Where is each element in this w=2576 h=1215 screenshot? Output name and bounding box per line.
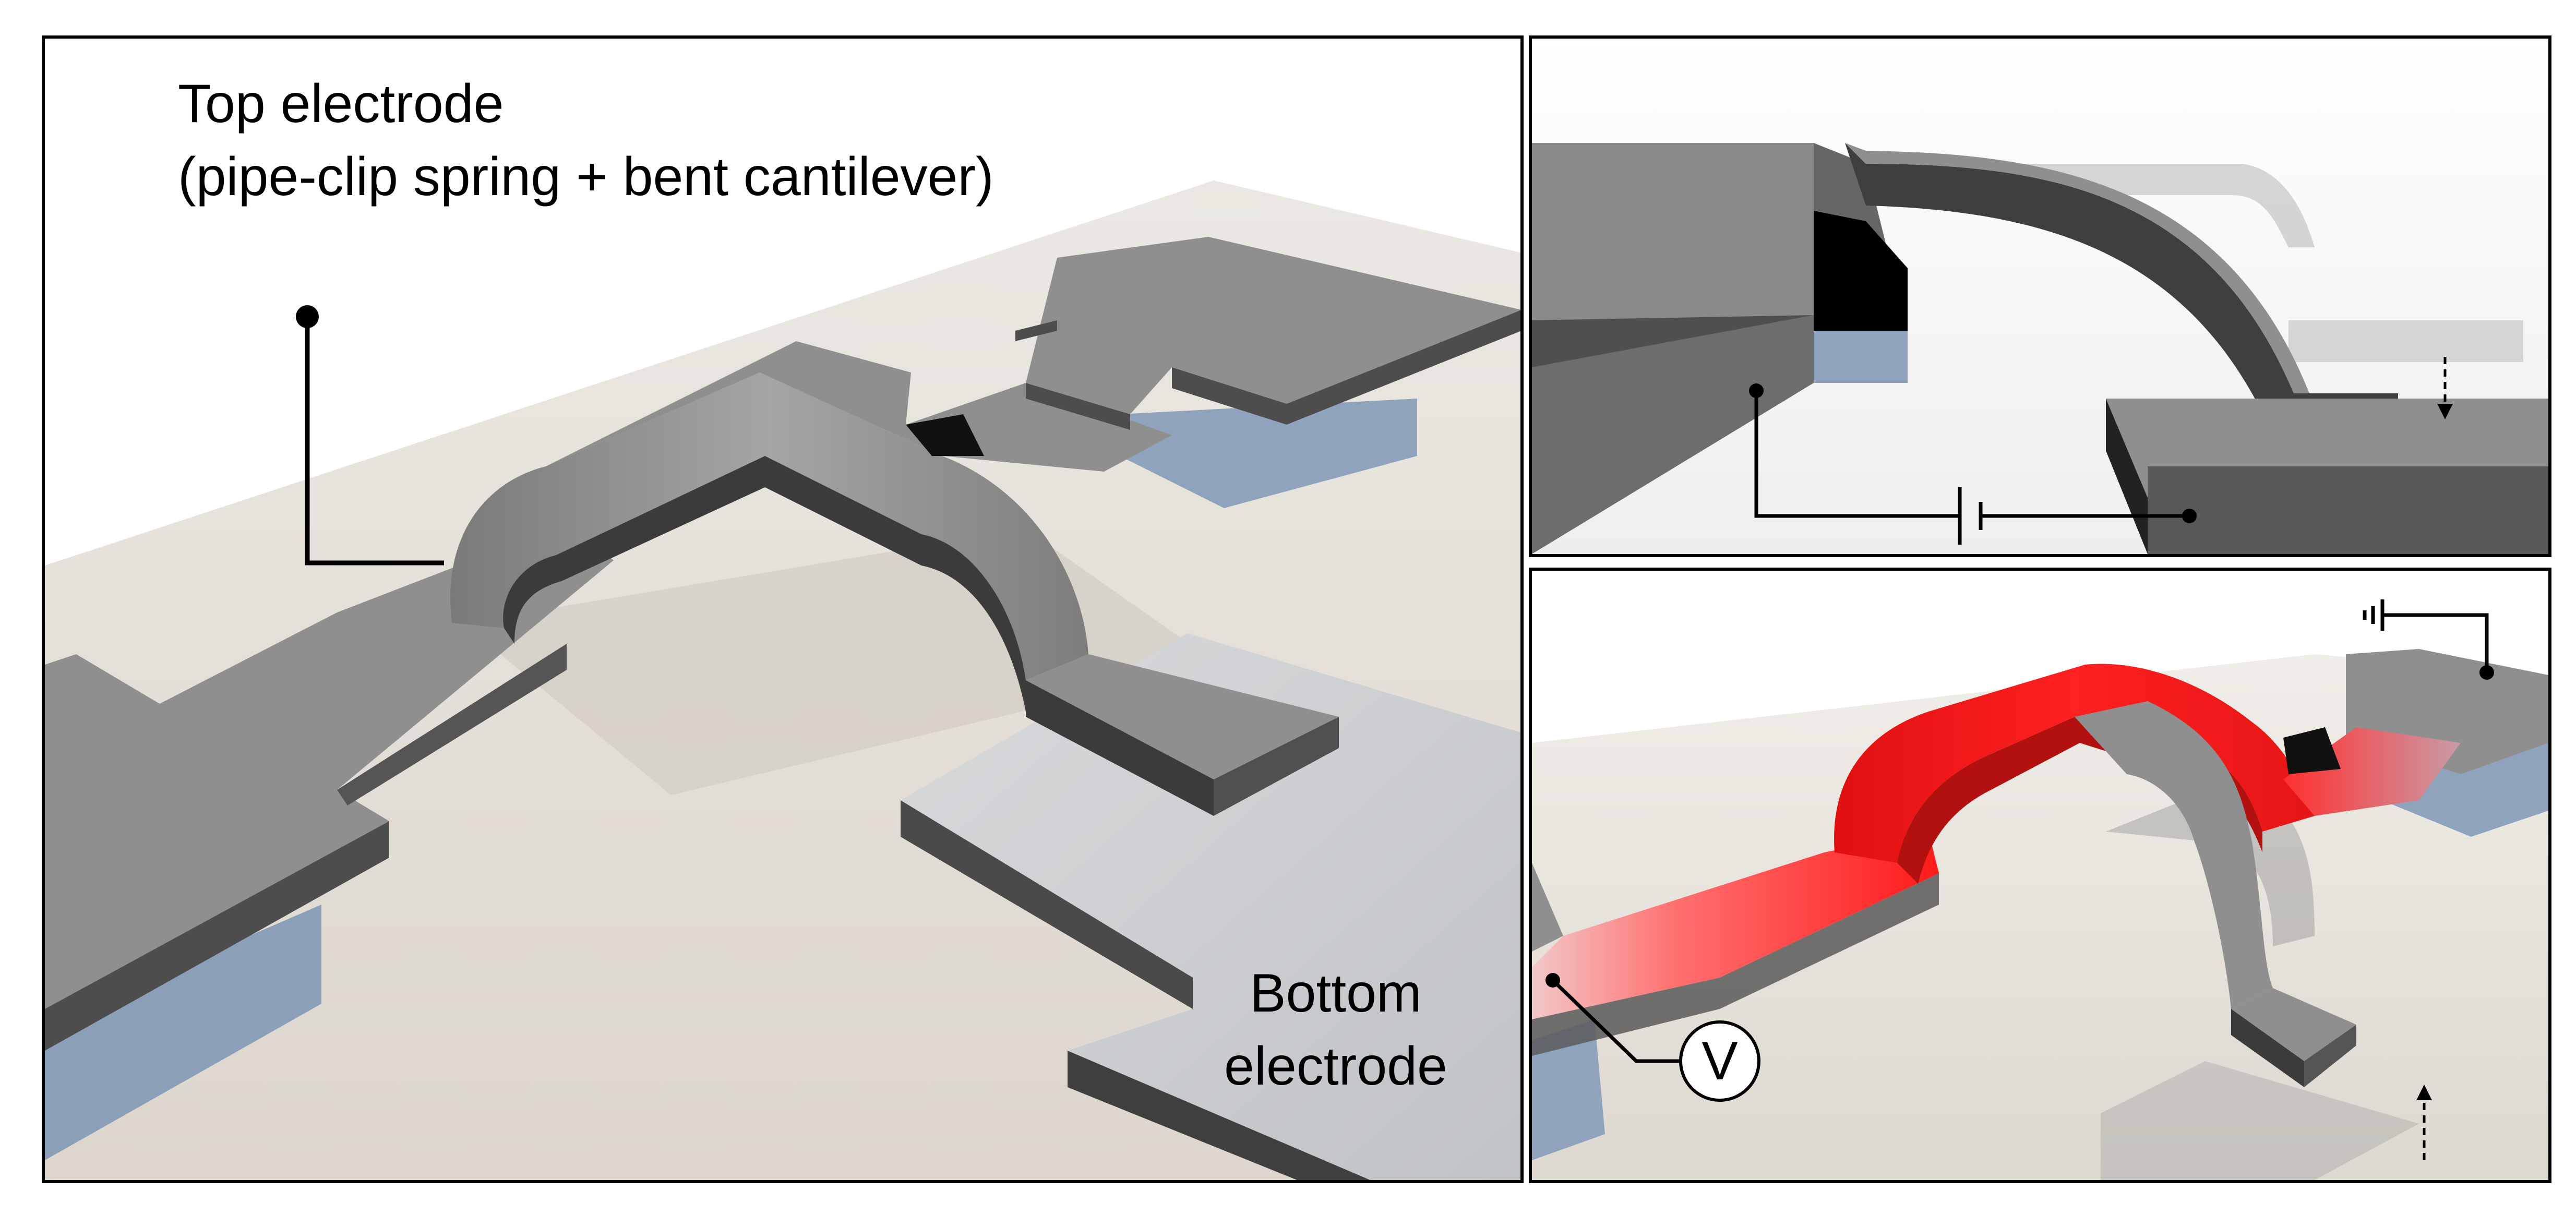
bottom-electrode [901,633,1520,1180]
right-anchor-block [1120,399,1417,508]
top-electrode-left-pad [45,524,614,1051]
stressed-left-arm [1532,832,1939,1019]
stress-left-pad [1532,863,1563,952]
bottom-electrode-label: Bottom electrode [1224,957,1447,1103]
voltmeter-symbol: V [1702,1031,1738,1091]
anchor-opening [1814,211,1908,331]
top-electrode-label-line2: (pipe-clip spring + bent cantilever) [178,147,994,207]
grey-cantilever-tip [2231,988,2356,1061]
bottom-electrode-label-line2: electrode [1224,1036,1447,1097]
main-3d-scene [45,39,1520,1180]
top-electrode-label: Top electrode (pipe-clip spring + bent c… [178,67,994,213]
bottom-electrode-label-line1: Bottom [1250,963,1422,1024]
side-view-scene [1532,39,2548,554]
grey-cantilever [2075,701,2273,1009]
stress-view-panel: V [1529,568,2551,1183]
stressed-arch [1834,664,2315,863]
side-view-panel [1529,35,2551,557]
dc-source-circuit [1749,383,2197,545]
pipe-clip-arch [450,372,1088,712]
bent-cantilever [546,237,1520,472]
bent-cantilever-side [1845,143,2398,435]
ground-symbol [2363,599,2494,680]
stress-left-anchor [1532,1019,1605,1160]
cantilever-tip [1026,654,1339,816]
stressed-left-arm-edge [1532,873,1939,1056]
stress-opening [2283,727,2341,774]
grey-cantilever-tip-edge [2231,1009,2304,1087]
stress-view-scene: V [1532,571,2548,1180]
displacement-arrow-head [2437,404,2453,419]
anchor-block-front [1532,143,1814,320]
voltmeter-circuit [1545,973,1683,1063]
voltmeter-circle [1679,1020,1760,1102]
top-electrode-label-line1: Top electrode [178,74,504,134]
bottom-electrode-face [2148,466,2548,554]
main-3d-view-panel: Top electrode (pipe-clip spring + bent c… [42,35,1524,1183]
stress-arrow-head [2416,1085,2432,1100]
anchor-blue [1814,331,1908,383]
grey-cantilever-tip-side [2304,1025,2356,1087]
left-anchor-block [45,905,321,1160]
anchor-block-lower [1532,315,1814,554]
bent-cantilever-side-top [1845,143,2309,393]
top-electrode-leader [296,305,444,566]
